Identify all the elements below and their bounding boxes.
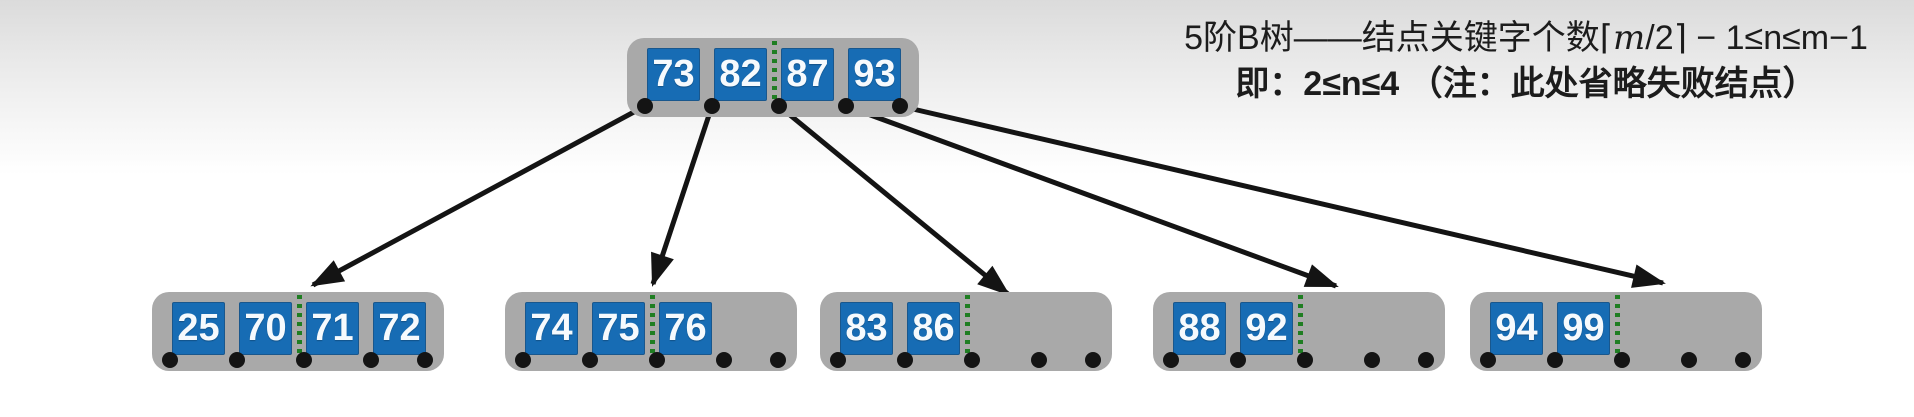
pointer-dot bbox=[649, 352, 665, 368]
pointer-dot bbox=[1297, 352, 1313, 368]
pointer-dot bbox=[964, 352, 980, 368]
edge-root-to-child-3 bbox=[777, 104, 1011, 296]
key-cell: 92 bbox=[1240, 302, 1293, 355]
key-cell: 93 bbox=[848, 48, 901, 101]
key-cell: 86 bbox=[907, 302, 960, 355]
key-cell: 72 bbox=[373, 302, 426, 355]
pointer-dot bbox=[892, 98, 908, 114]
edge-root-to-child-4 bbox=[845, 103, 1339, 289]
ceil-close: /2⌉ bbox=[1645, 19, 1687, 57]
key-cell: 76 bbox=[659, 302, 712, 355]
min-keys-divider bbox=[650, 295, 655, 357]
pointer-dot bbox=[582, 352, 598, 368]
key-cell: 75 bbox=[592, 302, 645, 355]
btree-child-node-3: 83 86 bbox=[820, 292, 1112, 371]
btree-child-node-1: 25 70 71 72 bbox=[152, 292, 444, 371]
key-cell: 25 bbox=[172, 302, 225, 355]
min-keys-divider bbox=[1298, 295, 1303, 357]
key-cell: 99 bbox=[1557, 302, 1610, 355]
formula-tail: − 1≤n≤m−1 bbox=[1686, 19, 1868, 57]
pointer-dot bbox=[296, 352, 312, 368]
pointer-dot bbox=[417, 352, 433, 368]
pointer-dot bbox=[1031, 352, 1047, 368]
pointer-dot bbox=[704, 98, 720, 114]
caption: 5阶B树——结点关键字个数⌈m/2⌉ − 1≤n≤m−1 即：2≤n≤4 （注：… bbox=[1140, 16, 1912, 107]
pointer-dot bbox=[1163, 352, 1179, 368]
pointer-dot bbox=[897, 352, 913, 368]
min-keys-divider bbox=[297, 295, 302, 357]
key-cell: 87 bbox=[781, 48, 834, 101]
pointer-dot bbox=[830, 352, 846, 368]
min-keys-divider bbox=[965, 295, 970, 357]
key-cell: 70 bbox=[239, 302, 292, 355]
pointer-dot bbox=[637, 98, 653, 114]
ceil-open: ⌈ bbox=[1599, 19, 1613, 57]
min-keys-divider bbox=[772, 41, 777, 103]
pointer-dot bbox=[1547, 352, 1563, 368]
caption-note-line: 即：2≤n≤4 （注：此处省略失败结点） bbox=[1235, 64, 1817, 103]
btree-child-node-4: 88 92 bbox=[1153, 292, 1445, 371]
btree-child-node-2: 74 75 76 bbox=[505, 292, 797, 371]
edge-root-to-child-5 bbox=[899, 103, 1666, 288]
pointer-dot bbox=[1418, 352, 1434, 368]
btree-root-node: 73 82 87 93 bbox=[627, 38, 919, 117]
key-cell: 73 bbox=[647, 48, 700, 101]
pointer-dot bbox=[1614, 352, 1630, 368]
pointer-dot bbox=[1364, 352, 1380, 368]
pointer-dot bbox=[771, 98, 787, 114]
pointer-dot bbox=[1230, 352, 1246, 368]
min-keys-divider bbox=[1615, 295, 1620, 357]
pointer-dot bbox=[838, 98, 854, 114]
pointer-dot bbox=[1085, 352, 1101, 368]
formula-variable-m: m bbox=[1613, 18, 1646, 58]
pointer-dot bbox=[1681, 352, 1697, 368]
key-cell: 94 bbox=[1490, 302, 1543, 355]
pointer-dot bbox=[363, 352, 379, 368]
edge-root-to-child-2 bbox=[650, 105, 715, 287]
key-cell: 74 bbox=[525, 302, 578, 355]
pointer-dot bbox=[770, 352, 786, 368]
pointer-dot bbox=[1480, 352, 1496, 368]
caption-prefix: 5阶B树——结点关键字个数 bbox=[1184, 19, 1600, 57]
key-cell: 88 bbox=[1173, 302, 1226, 355]
key-cell: 71 bbox=[306, 302, 359, 355]
pointer-dot bbox=[162, 352, 178, 368]
pointer-dot bbox=[515, 352, 531, 368]
key-cell: 83 bbox=[840, 302, 893, 355]
btree-child-node-5: 94 99 bbox=[1470, 292, 1762, 371]
pointer-dot bbox=[229, 352, 245, 368]
pointer-dot bbox=[1735, 352, 1751, 368]
edge-root-to-child-1 bbox=[310, 103, 647, 288]
caption-rule-line: 5阶B树——结点关键字个数⌈m/2⌉ − 1≤n≤m−1 bbox=[1140, 16, 1912, 61]
pointer-dot bbox=[716, 352, 732, 368]
key-cell: 82 bbox=[714, 48, 767, 101]
